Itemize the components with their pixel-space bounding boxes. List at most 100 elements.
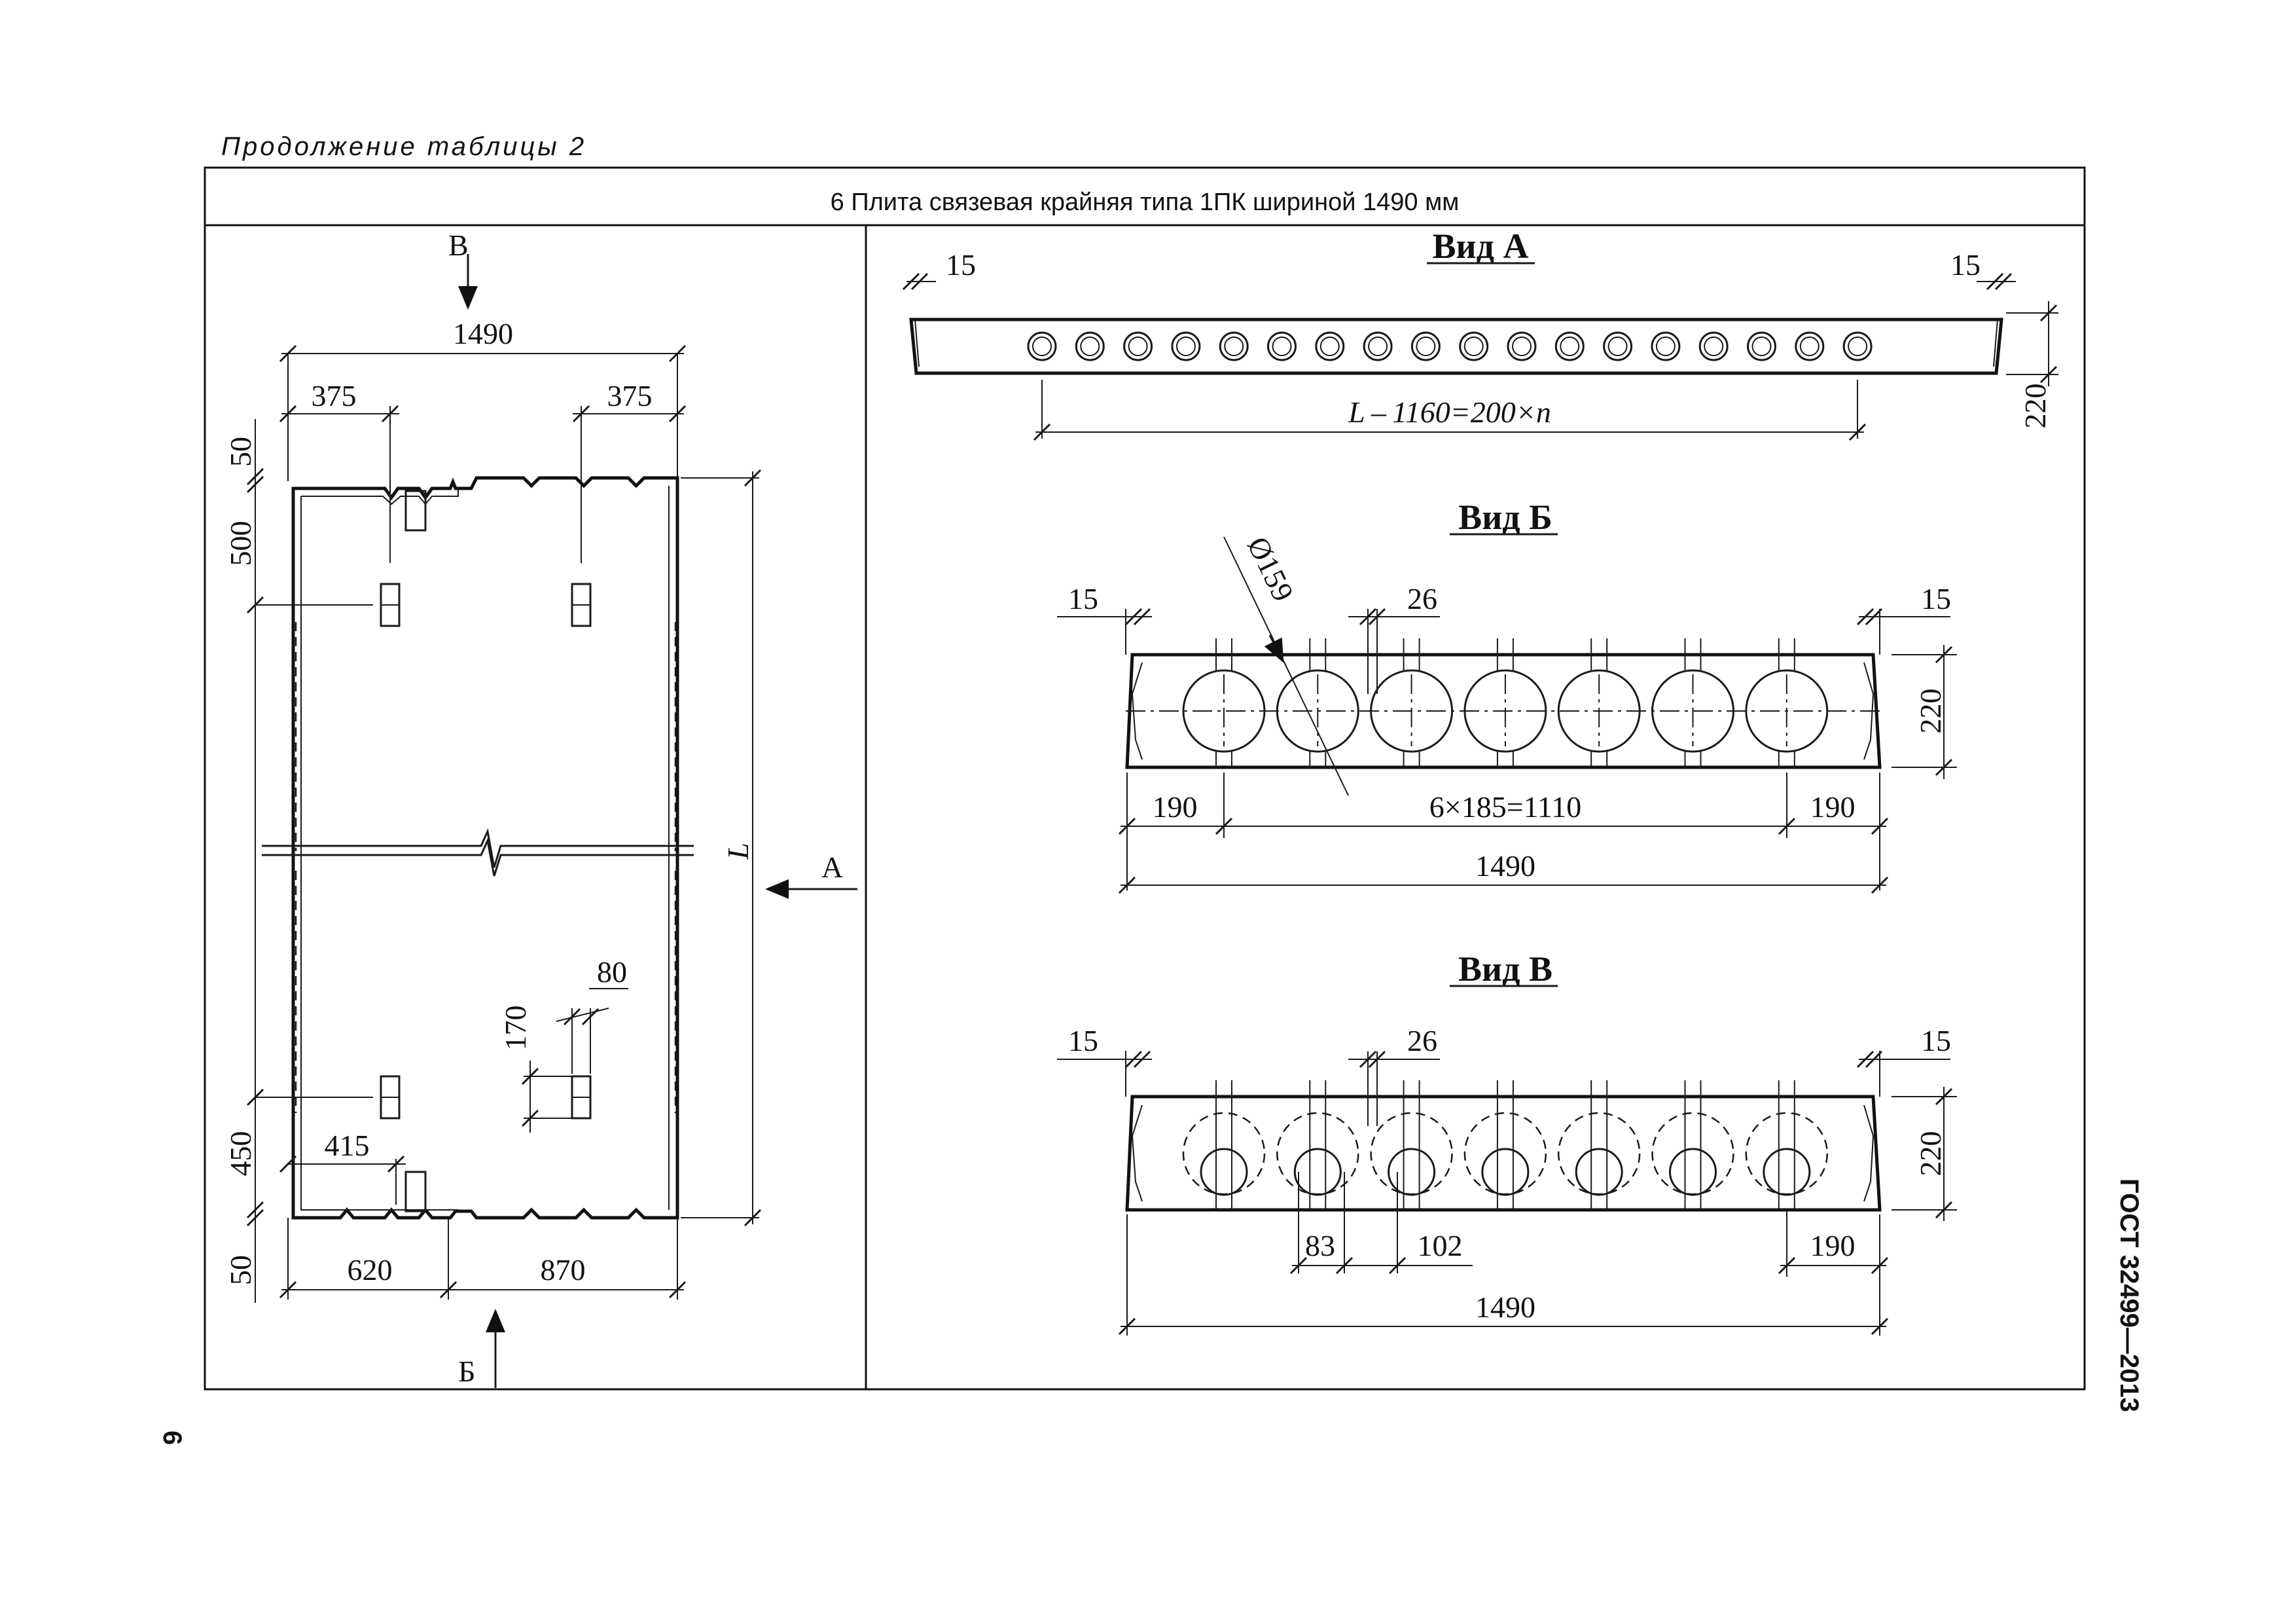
table-title: 6 Плита связевая крайняя типа 1ПК ширино… bbox=[831, 189, 1460, 216]
void-circle-small bbox=[1669, 1148, 1717, 1196]
view-v-small-dia: 83 bbox=[1305, 1229, 1335, 1262]
plan-dim-width-total: 1490 bbox=[453, 317, 513, 350]
page-number: 6 bbox=[158, 1431, 187, 1445]
void-circle-small bbox=[1388, 1148, 1436, 1196]
void-circle bbox=[1463, 669, 1547, 753]
void-hole-inner bbox=[1080, 337, 1100, 356]
void-hole bbox=[1410, 331, 1441, 361]
plan-dim-bottom-left: 620 bbox=[348, 1253, 393, 1286]
void-circle-small bbox=[1763, 1148, 1811, 1196]
view-v-right-end: 190 bbox=[1810, 1229, 1856, 1262]
plan-dim-bottom-spacing: 450 bbox=[224, 1131, 257, 1176]
plan-dim-top-spacing: 500 bbox=[224, 521, 257, 566]
void-hole-inner bbox=[1128, 337, 1148, 356]
section-arrow-top-label: В bbox=[448, 228, 469, 262]
view-v-height: 220 bbox=[1914, 1131, 1947, 1176]
void-circle-hidden bbox=[1557, 1112, 1641, 1195]
view-a-length-formula: L – 1160=200×n bbox=[1348, 395, 1551, 429]
void-hole bbox=[1459, 331, 1489, 361]
view-b-right-edge: 15 bbox=[1921, 582, 1951, 615]
void-hole-inner bbox=[1368, 337, 1388, 356]
view-v-left-edge: 15 bbox=[1068, 1024, 1098, 1057]
view-v: Вид В 15 15 26 220 83 102 1 bbox=[1057, 949, 1957, 1336]
view-b-title: Вид Б bbox=[1458, 498, 1552, 537]
void-circle-small bbox=[1200, 1148, 1248, 1196]
plan-dim-slot-height: 170 bbox=[499, 1006, 532, 1051]
view-v-title: Вид В bbox=[1458, 949, 1552, 989]
plan-dim-slot-width: 80 bbox=[597, 955, 627, 989]
view-v-rib: 26 bbox=[1407, 1024, 1437, 1057]
void-circle-small bbox=[1575, 1148, 1623, 1196]
plan-dim-left-offset: 375 bbox=[312, 379, 357, 412]
view-a: Вид А 15 15 220 L – 1160=200×n bbox=[902, 227, 2058, 441]
view-b-left-edge: 15 bbox=[1068, 582, 1098, 615]
plan-length-symbol: L bbox=[721, 843, 755, 860]
void-circle-hidden bbox=[1463, 1112, 1547, 1195]
void-circle bbox=[1370, 669, 1454, 753]
void-hole-inner bbox=[1799, 337, 1820, 356]
section-arrow-bottom-label: Б bbox=[458, 1355, 475, 1388]
void-hole bbox=[1171, 331, 1201, 361]
void-hole-inner bbox=[1032, 337, 1052, 356]
view-v-offset: 102 bbox=[1418, 1229, 1463, 1262]
standard-number: ГОСТ 32499—2013 bbox=[2115, 1178, 2144, 1412]
plan-dim-notch-offset: 415 bbox=[325, 1129, 370, 1162]
void-hole bbox=[1603, 331, 1633, 361]
void-hole-inner bbox=[1224, 337, 1244, 356]
void-circle-hidden bbox=[1370, 1112, 1453, 1195]
void-circle-hidden bbox=[1276, 1112, 1359, 1195]
void-hole bbox=[1842, 331, 1873, 361]
view-v-total: 1490 bbox=[1475, 1290, 1535, 1324]
void-hole-inner bbox=[1463, 337, 1484, 356]
void-hole-inner bbox=[1272, 337, 1292, 356]
section-arrow-right-label: А bbox=[821, 850, 843, 884]
void-hole bbox=[1267, 331, 1297, 361]
void-hole bbox=[1075, 331, 1105, 361]
void-hole bbox=[1363, 331, 1393, 361]
void-hole-inner bbox=[1655, 337, 1676, 356]
void-circle bbox=[1276, 669, 1359, 753]
void-circle-small bbox=[1481, 1148, 1530, 1196]
void-hole-inner bbox=[1416, 337, 1436, 356]
void-hole bbox=[1747, 331, 1776, 361]
void-hole bbox=[1651, 331, 1681, 361]
plan-dim-bottom-right: 870 bbox=[541, 1253, 586, 1286]
void-hole bbox=[1795, 331, 1825, 361]
void-hole-inner bbox=[1512, 337, 1532, 356]
void-hole bbox=[1554, 331, 1585, 361]
void-hole bbox=[1507, 331, 1537, 361]
void-circle bbox=[1745, 669, 1829, 753]
void-hole bbox=[1123, 331, 1153, 361]
view-a-right-edge: 15 bbox=[1950, 248, 1981, 282]
view-a-title: Вид А bbox=[1433, 227, 1529, 266]
view-b-height: 220 bbox=[1914, 689, 1947, 734]
void-circle-hidden bbox=[1182, 1112, 1266, 1195]
void-hole bbox=[1219, 331, 1249, 361]
void-circle bbox=[1651, 669, 1734, 753]
void-hole-inner bbox=[1848, 337, 1868, 356]
view-b-rib: 26 bbox=[1407, 582, 1437, 615]
view-a-left-edge: 15 bbox=[946, 248, 976, 282]
void-circle-hidden bbox=[1651, 1112, 1734, 1195]
view-b-diameter: Ø159 bbox=[1241, 532, 1300, 606]
view-b-left-end: 190 bbox=[1153, 790, 1198, 824]
void-hole-inner bbox=[1704, 337, 1724, 356]
void-hole-inner bbox=[1319, 337, 1340, 356]
view-v-right-edge: 15 bbox=[1921, 1024, 1951, 1057]
void-hole bbox=[1698, 331, 1729, 361]
void-circle-small bbox=[1293, 1148, 1342, 1196]
view-b-right-end: 190 bbox=[1810, 790, 1856, 824]
void-hole-inner bbox=[1560, 337, 1580, 356]
table-frame bbox=[204, 166, 2086, 1391]
view-b-pitch: 6×185=1110 bbox=[1429, 790, 1581, 824]
plan-dim-right-offset: 375 bbox=[607, 379, 653, 412]
continuation-caption: Продолжение таблицы 2 bbox=[221, 132, 586, 161]
plan-view: В Б А bbox=[224, 228, 857, 1388]
view-b: Вид Б Ø159 15 15 26 220 bbox=[1057, 498, 1957, 894]
void-circle bbox=[1557, 669, 1641, 753]
plan-dim-bottom-edge: 50 bbox=[224, 1255, 257, 1285]
void-hole-inner bbox=[1175, 337, 1196, 356]
view-b-total: 1490 bbox=[1475, 849, 1535, 883]
void-hole bbox=[1315, 331, 1345, 361]
